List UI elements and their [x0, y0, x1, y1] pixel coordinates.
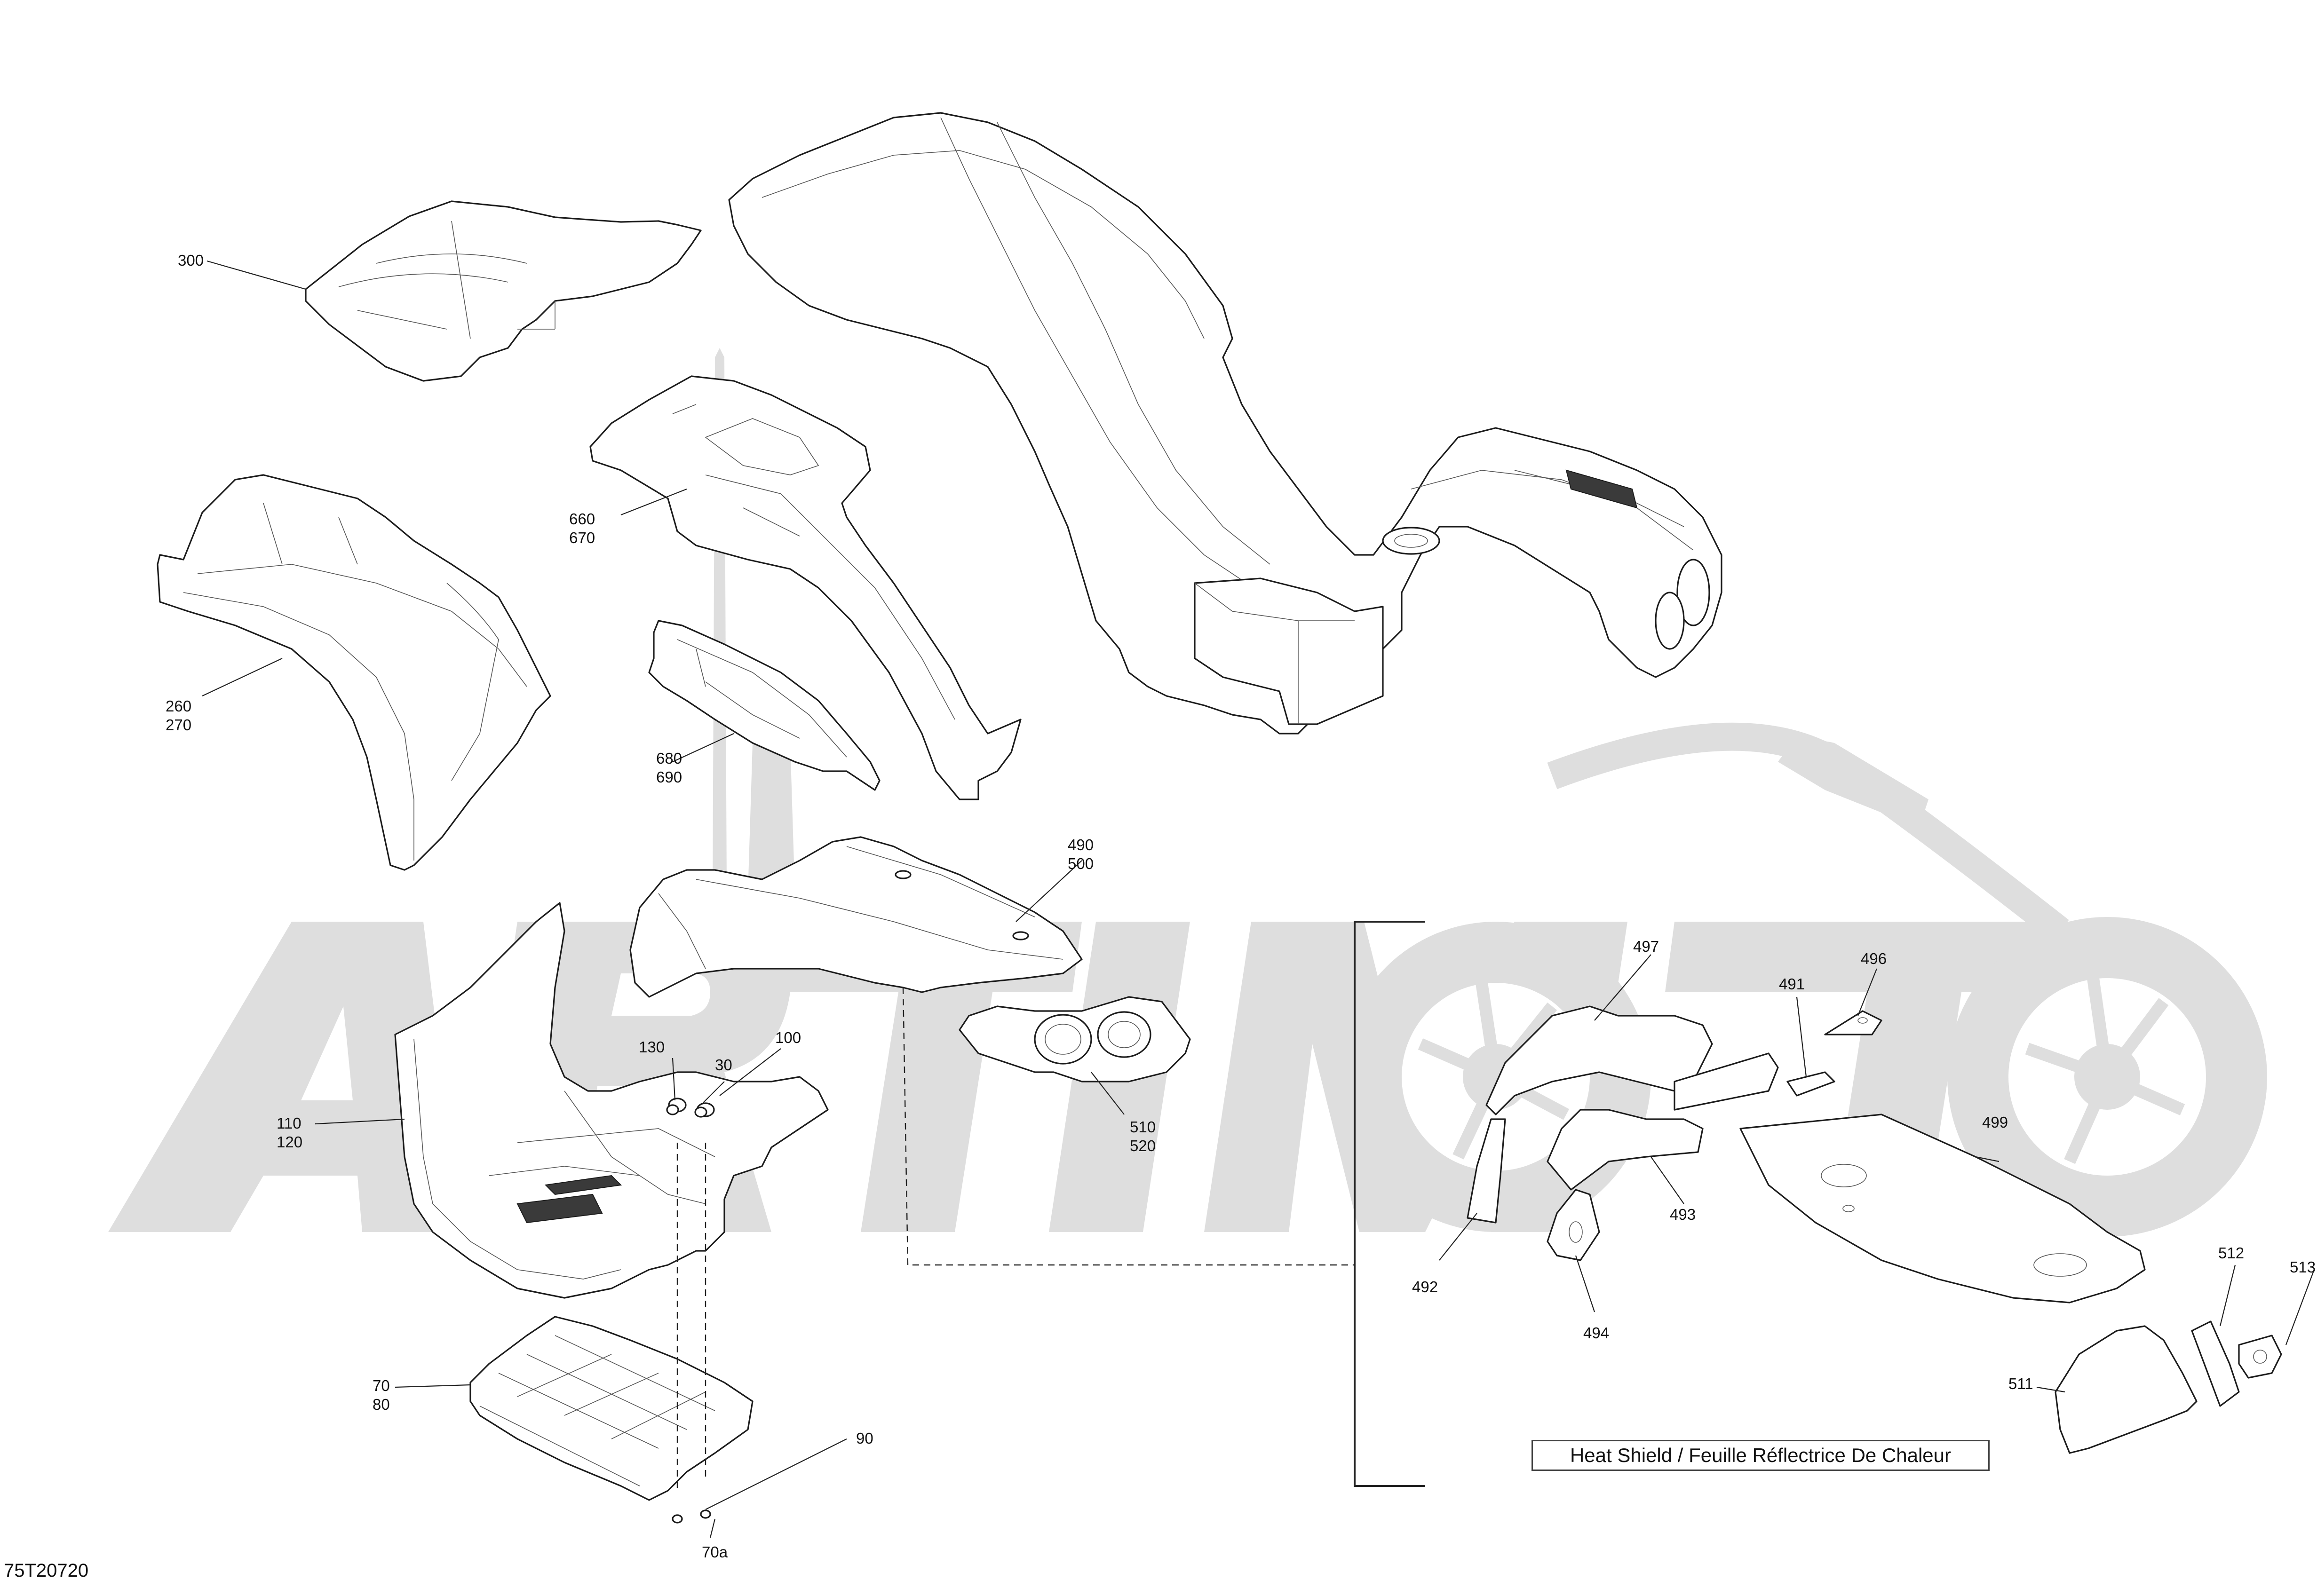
part-490 [629, 836, 1083, 998]
callout-90: 90 [856, 1430, 873, 1447]
heat-shield-group [676, 921, 2282, 1491]
callout-494: 494 [1583, 1324, 1609, 1342]
callout-492: 492 [1412, 1278, 1438, 1296]
callout-499: 499 [1982, 1114, 2008, 1131]
part-110 [394, 902, 829, 1299]
callout-497: 497 [1633, 938, 1659, 955]
callout-493: 493 [1670, 1206, 1696, 1223]
part-300 [305, 200, 702, 382]
callout-130: 130 [639, 1038, 665, 1056]
heat-shield-caption: Heat Shield / Feuille Réflectrice De Cha… [1531, 1440, 1990, 1471]
diagram-code: 75T20720 [4, 1560, 89, 1581]
callout-511: 511 [2008, 1375, 2033, 1392]
callout-512: 512 [2218, 1244, 2244, 1262]
part-680 [648, 620, 881, 791]
part-fender-assembly [728, 112, 1722, 735]
callout-491: 491 [1779, 975, 1805, 993]
part-260 [157, 474, 551, 871]
callout-30: 30 [715, 1056, 732, 1074]
fasteners [666, 1104, 711, 1524]
callout-496: 496 [1861, 950, 1887, 967]
part-660 [589, 375, 1022, 800]
part-510 [959, 996, 1191, 1082]
callout-70a: 70a [702, 1543, 728, 1561]
callout-100: 100 [775, 1029, 801, 1046]
callout-300: 300 [178, 252, 204, 269]
part-70 [469, 1316, 754, 1501]
leader-lines [202, 260, 2315, 1538]
callout-513: 513 [2290, 1258, 2316, 1276]
